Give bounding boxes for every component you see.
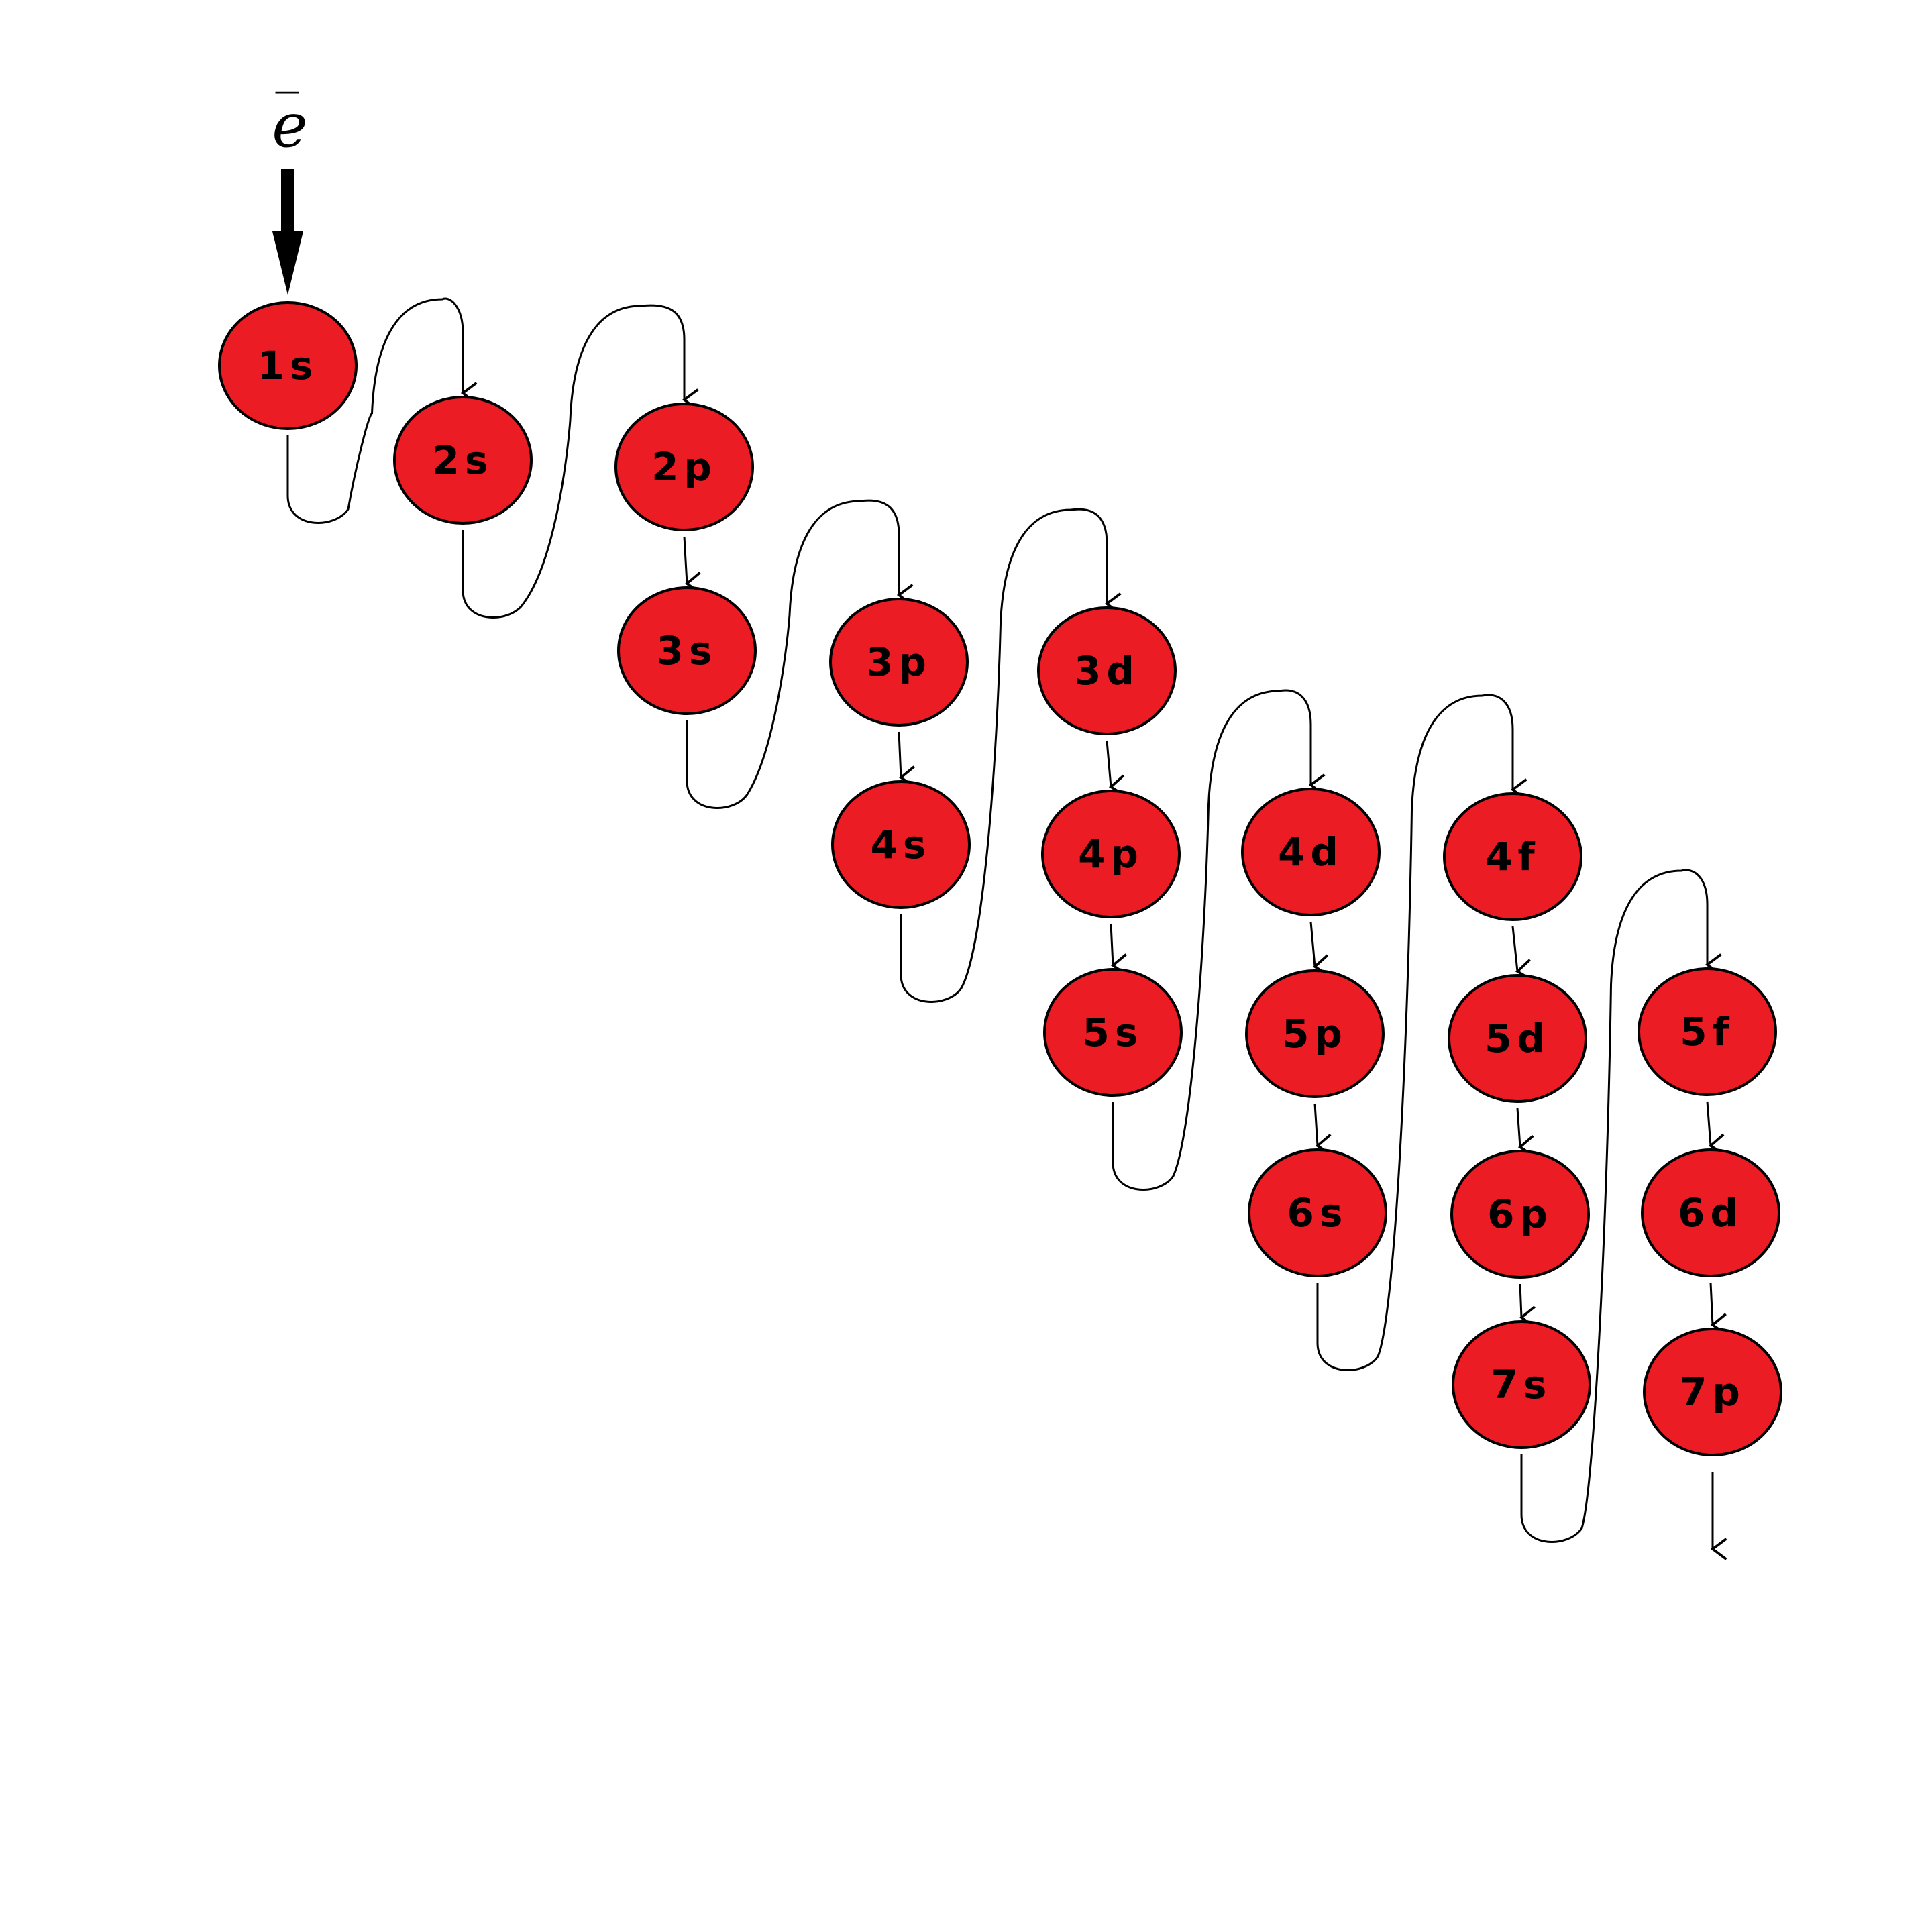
orbital-circle [1248,1148,1387,1277]
orbital-label: 4f [1485,834,1540,879]
connector-6d-7p [1709,1282,1728,1336]
orbital-label: 3s [657,628,718,674]
orbital-circle [1452,1320,1591,1449]
orbital-circle [1245,969,1385,1098]
connector-5d-6p [1516,1108,1536,1158]
orbital-2p: 2p [614,402,754,531]
connector-2p-3s [683,536,702,594]
orbital-circle [617,586,757,715]
connector-4s-3d [900,508,1122,1003]
orbital-6d: 6d [1641,1148,1780,1277]
orbital-4s: 4s [831,780,971,909]
orbital-label: 6d [1678,1190,1743,1236]
orbital-label: 4s [871,822,932,867]
electron-bar: ‾ [276,84,299,139]
orbital-circle [1041,790,1181,918]
connector-7s-5f [1520,869,1722,1543]
orbital-label: 7p [1680,1369,1746,1415]
orbital-circle [1043,968,1183,1097]
orbital-circle [1643,1328,1782,1456]
orbital-circle [831,780,971,909]
orbital-circle [218,301,358,430]
orbital-1s: 1s [218,301,358,430]
orbital-7p: 7p [1643,1328,1782,1456]
orbital-circle [1450,1150,1590,1279]
orbital-4p: 4p [1041,790,1181,918]
orbital-group: 1s 2s 2p 3s 3p 3d 4s 4p 4d 4f 5s 5p 5d 5f 6s 6p 6d 7s 7p [218,301,1782,1456]
connector-4d-5p [1309,921,1330,977]
connector-6p-7s [1519,1283,1537,1329]
orbital-4d: 4d [1241,788,1381,916]
orbital-label: 5d [1485,1016,1550,1061]
orbital-circle [393,396,533,525]
connector-4f-5d [1511,926,1533,981]
orbital-label: 3d [1074,648,1140,694]
orbital-circle [1448,974,1587,1103]
connector-1s-2s [286,297,478,524]
orbital-6p: 6p [1450,1150,1590,1279]
orbital-label: 4d [1278,829,1344,875]
connector-3p-4s [898,731,916,788]
orbital-5s: 5s [1043,968,1183,1097]
orbital-circle [1641,1148,1780,1277]
orbital-5f: 5f [1638,967,1777,1096]
electron-letter: e [272,91,307,161]
orbital-circle [1443,792,1582,921]
orbital-3p: 3p [829,598,969,727]
orbital-label: 6p [1487,1191,1553,1237]
orbital-label: 5s [1083,1010,1144,1055]
orbital-label: 5p [1282,1011,1348,1057]
connector-6s-4f [1316,694,1527,1371]
orbital-label: 5f [1680,1009,1735,1055]
orbital-circle [614,402,754,531]
orbital-3d: 3d [1037,606,1177,735]
orbital-circle [1241,788,1381,916]
orbital-3s: 3s [617,586,757,715]
connector-2s-2p [462,304,699,619]
orbital-label: 1s [258,343,319,388]
orbital-label: 4p [1078,831,1144,877]
orbital-4f: 4f [1443,792,1582,921]
orbital-circle [1037,606,1177,735]
connector-4p-5s [1110,923,1128,976]
filling-path [286,297,1728,1560]
connector-3s-3p [686,499,914,809]
orbital-label: 7s [1491,1362,1552,1407]
orbital-6s: 6s [1248,1148,1387,1277]
orbital-label: 3p [866,639,932,685]
electron-symbol: ‾ e [272,84,307,161]
orbital-circle [829,598,969,727]
orbital-label: 2p [651,444,717,490]
connector-3d-4p [1106,740,1126,798]
connector-5s-4d [1112,689,1326,1191]
orbital-label: 2s [433,437,494,483]
orbital-label: 6s [1287,1190,1348,1236]
entry-arrow [272,169,303,295]
orbital-7s: 7s [1452,1320,1591,1449]
orbital-5d: 5d [1448,974,1587,1103]
connector-5p-6s [1313,1103,1333,1157]
orbital-5p: 5p [1245,969,1385,1098]
orbital-2s: 2s [393,396,533,525]
orbital-circle [1638,967,1777,1096]
connector-5f-6d [1706,1101,1726,1157]
